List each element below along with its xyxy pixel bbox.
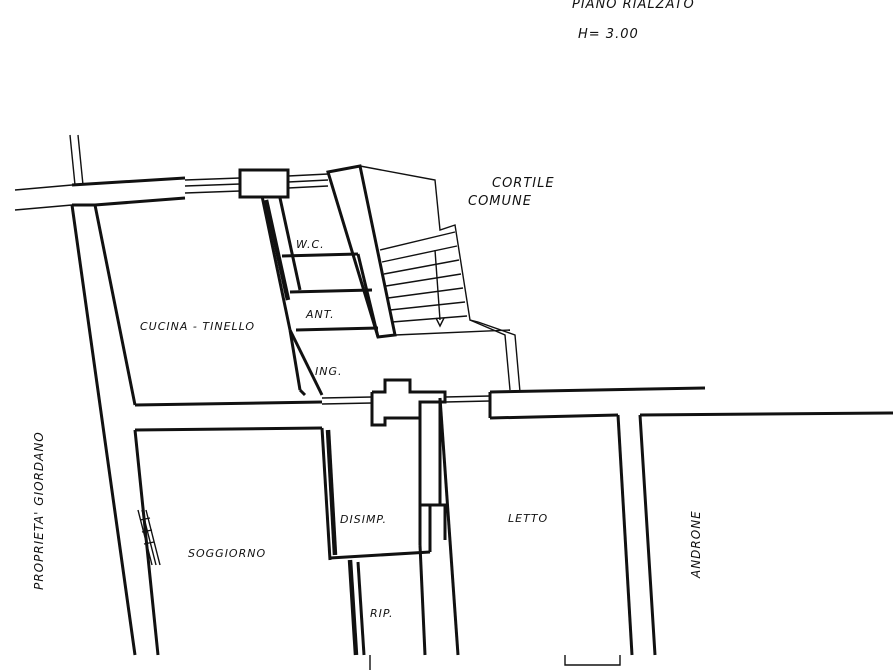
hatch-detail <box>137 509 161 566</box>
floor-height: H= 3.00 <box>578 27 639 42</box>
floor-title: PIANO RIALZATO <box>572 0 695 12</box>
label-cortile-1: CORTILE <box>492 176 555 191</box>
label-soggiorno: SOGGIORNO <box>188 547 266 560</box>
label-rip: RIP. <box>370 607 394 620</box>
label-cortile-2: COMUNE <box>468 194 532 209</box>
label-ant: ANT. <box>305 308 335 321</box>
label-cucina: CUCINA - TINELLO <box>140 320 255 333</box>
label-ing: ING. <box>315 365 343 378</box>
walls <box>14 134 893 670</box>
staircase <box>359 165 521 393</box>
label-disimp: DISIMP. <box>340 513 387 526</box>
label-letto: LETTO <box>508 512 548 525</box>
label-proprieta: PROPRIETA' GIORDANO <box>32 431 46 590</box>
label-androne: ANDRONE <box>689 510 703 579</box>
label-wc: W.C. <box>296 238 325 251</box>
